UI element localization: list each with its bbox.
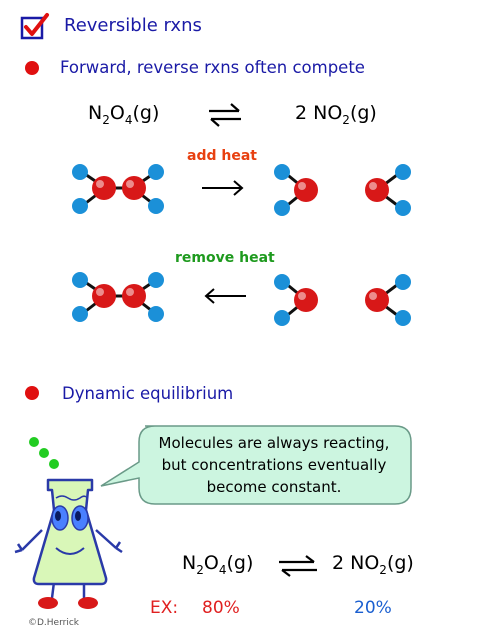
equilibrium-arrows-icon [279, 555, 317, 577]
no2-molecule-icon [274, 164, 318, 216]
credit-text: ©D.Herrick [28, 618, 79, 628]
bullet-dot-icon [25, 386, 39, 400]
n2o4-molecule-icon [72, 164, 164, 214]
left-arrow-icon [204, 288, 246, 304]
flask-character-icon [14, 437, 123, 609]
no2-molecule-icon [274, 274, 318, 326]
n2o4-molecule-icon [72, 272, 164, 322]
no2-molecule-icon [365, 164, 411, 216]
add-heat-label: add heat [187, 148, 257, 164]
no2-molecule-icon [365, 274, 411, 326]
right-arrow-icon [202, 180, 244, 196]
speech-bubble-icon [100, 425, 412, 505]
bullet-dynamic-equilibrium: Dynamic equilibrium [62, 384, 234, 403]
equation2-reactant: N2O4(g) [182, 552, 254, 577]
example-label: EX: [150, 598, 179, 618]
equilibrium-arrows-icon [209, 103, 241, 127]
bullet-dot-icon [25, 61, 39, 75]
equation-reactant: N2O4(g) [88, 102, 160, 127]
product-percent: 20% [354, 598, 392, 618]
equation2-product: 2 NO2(g) [332, 552, 414, 577]
remove-heat-label: remove heat [175, 250, 275, 266]
checkbox-checked-icon [20, 13, 49, 40]
speech-bubble-text: Molecules are always reacting, but conce… [158, 434, 390, 496]
page-title: Reversible rxns [64, 15, 202, 36]
bullet-forward-reverse: Forward, reverse rxns often compete [60, 58, 365, 77]
reactant-percent: 80% [202, 598, 240, 618]
equation-product: 2 NO2(g) [295, 102, 377, 127]
